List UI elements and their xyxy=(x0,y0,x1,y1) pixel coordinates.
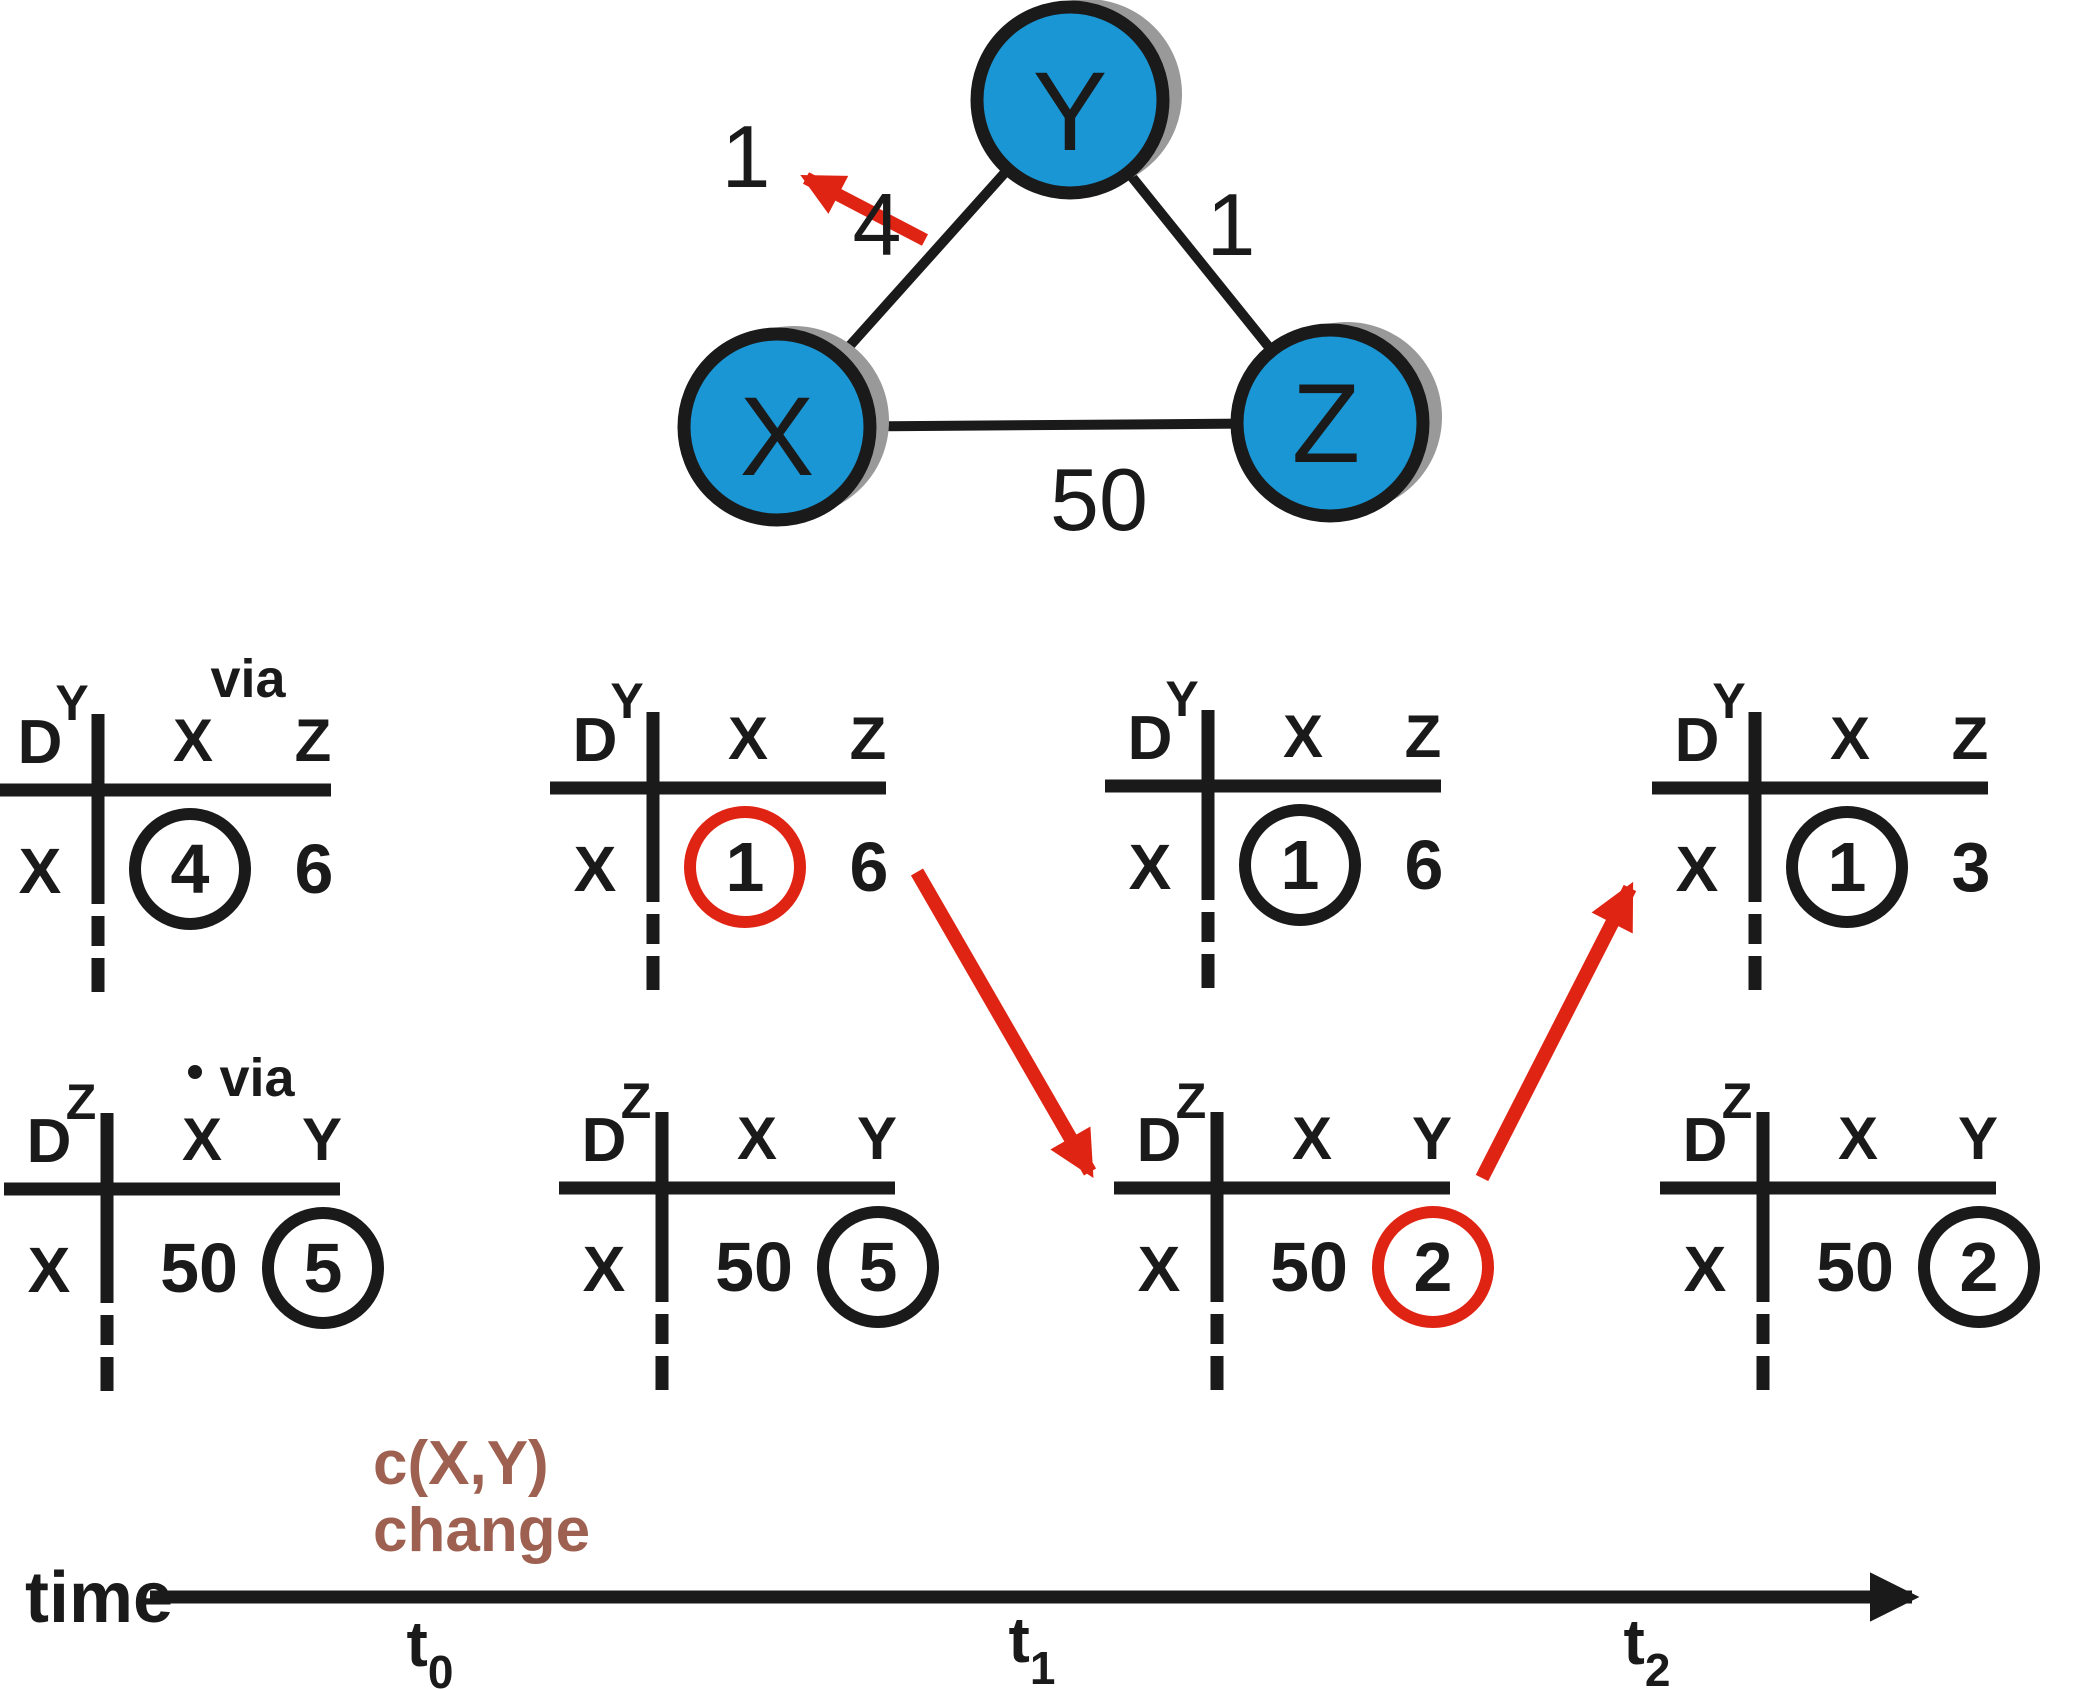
row-label: X xyxy=(19,835,62,907)
cell-value: 1 xyxy=(1281,826,1320,904)
cell-value: 6 xyxy=(1405,826,1444,904)
col-header: Y xyxy=(857,1105,897,1172)
cell-value: 4 xyxy=(171,830,210,908)
col-header: Y xyxy=(1412,1105,1452,1172)
cell-value: 50 xyxy=(715,1228,793,1306)
table-d-label: D xyxy=(18,708,63,777)
table-dz-t2: D Z X Y X 50 2 xyxy=(1660,1073,2040,1390)
row-label: X xyxy=(28,1234,71,1306)
min-cost-circle xyxy=(817,1206,939,1328)
table-dz-t0: D Z X Y X 50 5 xyxy=(559,1073,939,1390)
col-header: Z xyxy=(1952,705,1989,772)
table-dy-before-t0: via D Y X Z X 4 6 xyxy=(0,649,333,992)
node-y xyxy=(970,0,1170,200)
table-superscript: Z xyxy=(621,1073,652,1129)
table-d-label: D xyxy=(27,1107,72,1176)
tick-t2: t2 xyxy=(1624,1606,1671,1689)
table-dy-t1: D Y X Z X 1 6 xyxy=(1105,671,1443,988)
min-cost-circle xyxy=(1786,806,1908,928)
row-label: X xyxy=(1676,833,1719,905)
update-arrow-z-to-y-icon xyxy=(1475,881,1637,1182)
network-graph: 1 4 1 50 Y X Z xyxy=(677,0,1442,549)
table-d-label: D xyxy=(1675,706,1720,775)
table-superscript: Y xyxy=(1165,671,1198,727)
cell-value: 50 xyxy=(1816,1228,1894,1306)
cell-value: 1 xyxy=(726,828,765,906)
col-header: X xyxy=(737,1105,777,1172)
table-d-label: D xyxy=(582,1106,627,1175)
via-label: via xyxy=(210,649,286,709)
row-label: X xyxy=(583,1233,626,1305)
cell-value: 5 xyxy=(859,1228,898,1306)
cell-value: 2 xyxy=(1414,1228,1453,1306)
cost-change-arrow-icon xyxy=(800,172,929,246)
table-superscript: Y xyxy=(610,673,643,729)
col-header: Z xyxy=(1405,703,1442,770)
time-axis-label: time xyxy=(25,1558,173,1638)
edge-label-xz-cost: 50 xyxy=(1050,450,1148,549)
node-y-label: Y xyxy=(1033,49,1108,174)
table-d-label: D xyxy=(1137,1106,1182,1175)
table-dy-t0: D Y X Z X 1 6 xyxy=(550,673,888,990)
stray-dot xyxy=(188,1065,202,1079)
col-header: X xyxy=(1283,703,1323,770)
col-header: Y xyxy=(302,1106,342,1173)
cell-value: 3 xyxy=(1952,828,1991,906)
edge-label-xy-new-cost: 1 xyxy=(722,107,771,206)
min-cost-circle xyxy=(129,808,251,930)
min-cost-circle xyxy=(262,1207,384,1329)
via-label: via xyxy=(219,1048,295,1108)
updated-cost-circle xyxy=(684,806,806,928)
table-d-label: D xyxy=(1128,704,1173,773)
node-z xyxy=(1230,323,1430,523)
table-superscript: Y xyxy=(1712,673,1745,729)
col-header: Z xyxy=(850,705,887,772)
cost-change-annotation-line2: change xyxy=(373,1496,590,1565)
col-header: X xyxy=(173,707,213,774)
table-superscript: Z xyxy=(1722,1073,1753,1129)
cell-value: 1 xyxy=(1828,828,1867,906)
row-label: X xyxy=(1684,1233,1727,1305)
row-label: X xyxy=(1138,1233,1181,1305)
cost-change-annotation-line1: c(X,Y) xyxy=(373,1429,549,1498)
edge-label-yz-cost: 1 xyxy=(1207,175,1256,274)
row-label: X xyxy=(574,833,617,905)
col-header: X xyxy=(728,705,768,772)
table-superscript: Z xyxy=(66,1074,97,1130)
col-header: X xyxy=(1838,1105,1878,1172)
col-header: X xyxy=(182,1106,222,1173)
tick-t0: t0 xyxy=(407,1608,454,1689)
cell-value: 6 xyxy=(295,830,334,908)
node-z-label: Z xyxy=(1292,361,1360,486)
col-header: X xyxy=(1292,1105,1332,1172)
cell-value: 6 xyxy=(850,828,889,906)
table-dz-t1: D Z X Y X 50 2 xyxy=(1114,1073,1494,1390)
min-cost-circle xyxy=(1239,804,1361,926)
table-d-label: D xyxy=(573,706,618,775)
table-dy-t2: D Y X Z X 1 3 xyxy=(1652,673,1990,990)
node-x xyxy=(677,327,877,527)
edge-label-xy-old-cost: 4 xyxy=(853,175,902,274)
tick-t1: t1 xyxy=(1009,1604,1056,1689)
col-header: Z xyxy=(295,707,332,774)
cell-value: 5 xyxy=(304,1229,343,1307)
node-x-label: X xyxy=(740,374,815,499)
cell-value: 2 xyxy=(1960,1228,1999,1306)
row-label: X xyxy=(1129,831,1172,903)
timeline: c(X,Y) change time t0 t1 t2 xyxy=(25,1429,1920,1689)
min-cost-circle xyxy=(1918,1206,2040,1328)
table-superscript: Y xyxy=(55,675,88,731)
col-header: X xyxy=(1830,705,1870,772)
table-superscript: Z xyxy=(1176,1073,1207,1129)
table-d-label: D xyxy=(1683,1106,1728,1175)
table-dz-before-t0: via D Z X Y X 50 5 xyxy=(4,1048,384,1391)
cell-value: 50 xyxy=(1270,1228,1348,1306)
update-arrow-y-to-z-icon xyxy=(910,868,1097,1179)
updated-cost-circle xyxy=(1372,1206,1494,1328)
col-header: Y xyxy=(1958,1105,1998,1172)
cell-value: 50 xyxy=(160,1229,238,1307)
